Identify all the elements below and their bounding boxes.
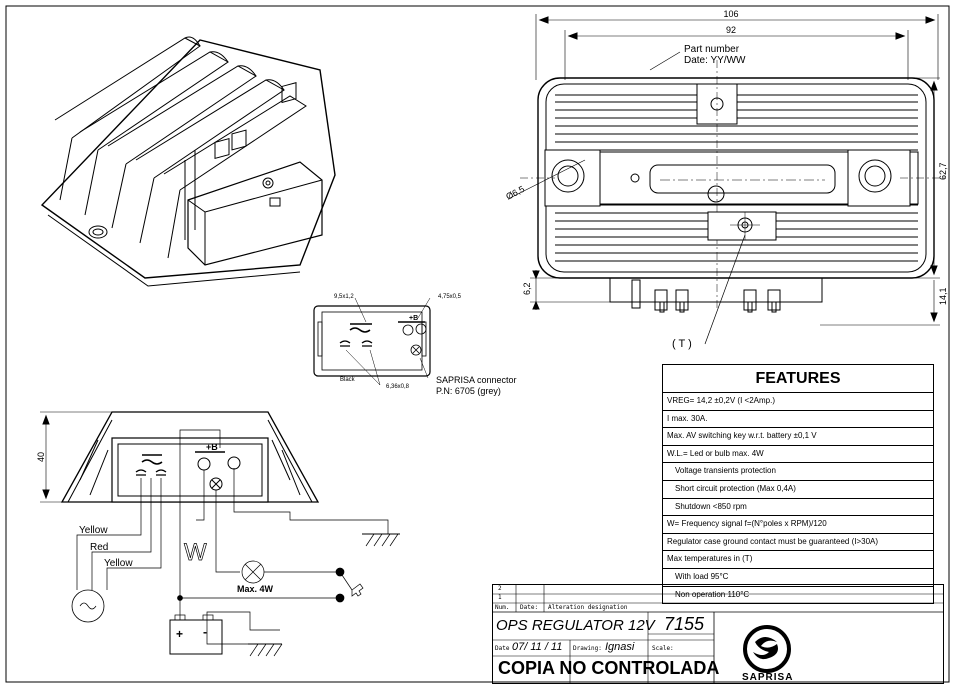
wire-yellow-2: Yellow	[104, 558, 133, 569]
feature-row: Voltage transients protection	[663, 463, 933, 481]
date-code-label: Date: YY/WW	[684, 55, 746, 66]
top-view	[509, 14, 945, 345]
connector-color-label: Black	[340, 377, 356, 383]
wire-yellow-1: Yellow	[79, 525, 108, 536]
title-block: 2 1 Num. Date: Alteration designation OP…	[492, 584, 944, 684]
drawer-name: Ignasi	[605, 641, 635, 653]
connector-name: SAPRISA connector	[436, 375, 517, 385]
connector-dim-a: 9,5x1,2	[334, 294, 354, 300]
date-label: Date:	[520, 604, 539, 611]
date-prefix: Date	[495, 645, 510, 652]
side-plus-b: +B	[206, 442, 218, 452]
features-rows: VREG= 14,2 ±0,2V (I <2Amp.)I max. 30A.Ma…	[663, 393, 933, 603]
title-block-grid	[492, 584, 944, 684]
feature-row: With load 95°C	[663, 569, 933, 587]
dim-width-inner: 92	[726, 25, 736, 35]
wire-w-label: W	[184, 539, 207, 566]
date-value: 07/ 11 / 11	[512, 641, 563, 653]
lamp-label: Max. 4W	[237, 584, 274, 594]
feature-row: W.L.= Led or bulb max. 4W	[663, 446, 933, 464]
side-view	[40, 411, 320, 503]
dim-height-right: 62,7	[938, 162, 948, 180]
brand-name: SAPRISA	[742, 672, 794, 683]
terminal-t-label: ( T )	[672, 338, 692, 350]
product-name: OPS REGULATOR 12V	[496, 617, 655, 634]
isometric-view	[40, 36, 336, 287]
feature-row: VREG= 14,2 ±0,2V (I <2Amp.)	[663, 393, 933, 411]
dim-width-overall: 106	[723, 9, 738, 19]
feature-row: Short circuit protection (Max 0,4A)	[663, 481, 933, 499]
feature-row: I max. 30A.	[663, 411, 933, 429]
battery-plus: +	[176, 627, 183, 641]
battery-minus: -	[203, 625, 207, 639]
wire-red: Red	[90, 542, 108, 553]
num-label: Num.	[495, 604, 510, 611]
rev-1: 1	[498, 594, 502, 601]
rev-2: 2	[498, 585, 502, 592]
feature-row: Max temperatures in (T)	[663, 551, 933, 569]
connector-dim-b: 4,75x0,5	[438, 294, 462, 300]
features-title: FEATURES	[663, 365, 933, 393]
connector-plus-b: +B	[409, 315, 418, 322]
drawing-label: Drawing:	[573, 645, 602, 652]
features-table: FEATURES VREG= 14,2 ±0,2V (I <2Amp.)I ma…	[662, 364, 934, 605]
scale-label: Scale:	[652, 645, 674, 652]
part-number-label: Part number	[684, 44, 740, 55]
feature-row: W= Frequency signal f=(N°poles x RPM)/12…	[663, 516, 933, 534]
connector-dim-c: 6,36x0,8	[386, 384, 410, 390]
alteration-label: Alteration designation	[548, 604, 628, 611]
feature-row: Max. AV switching key w.r.t. battery ±0,…	[663, 428, 933, 446]
product-code: 7155	[664, 614, 705, 634]
feature-row: Shutdown <850 rpm	[663, 499, 933, 517]
dim-hole-diameter: Ø6,5	[504, 184, 526, 202]
connector-part-number: P.N: 6705 (grey)	[436, 386, 501, 396]
connector-detail	[313, 297, 431, 386]
uncontrolled-stamp: COPIA NO CONTROLADA	[498, 658, 720, 678]
feature-row: Regulator case ground contact must be gu…	[663, 534, 933, 552]
side-height-dim: 40	[36, 452, 46, 462]
dim-lower-left: 6,2	[522, 282, 532, 295]
dim-lower-right: 14,1	[938, 287, 948, 305]
wiring-diagram	[71, 429, 400, 657]
